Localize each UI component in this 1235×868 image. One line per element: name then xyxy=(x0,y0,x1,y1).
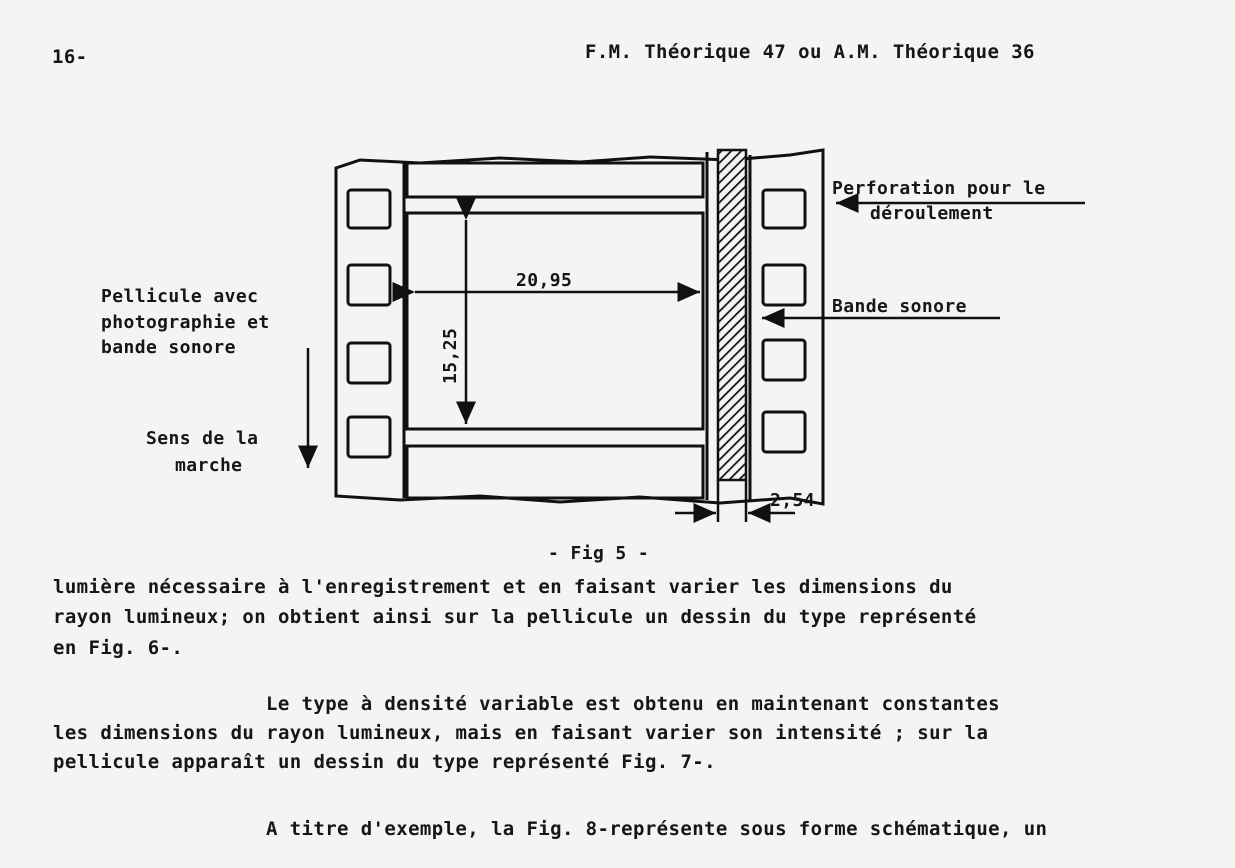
perforation-right-2 xyxy=(761,263,807,307)
perforation-left-1 xyxy=(346,188,392,230)
direction-label-line-2: marche xyxy=(175,455,243,476)
page-header-title: F.M. Théorique 47 ou A.M. Théorique 36 xyxy=(585,41,1035,63)
track-dimension-label: 2,54 xyxy=(770,490,815,511)
para2-line-2: les dimensions du rayon lumineux, mais e… xyxy=(53,722,989,744)
direction-label-line-1: Sens de la xyxy=(146,428,259,449)
perforation-left-3 xyxy=(346,341,392,385)
para2-line-1: Le type à densité variable est obtenu en… xyxy=(266,693,1001,715)
para2-line-3: pellicule apparaît un dessin du type rep… xyxy=(53,751,716,773)
perforation-label-line-1: Perforation pour le xyxy=(832,178,1046,199)
sound-track-label: Bande sonore xyxy=(832,296,967,317)
left-label-line-3: bande sonore xyxy=(101,337,236,358)
figure-caption: - Fig 5 - xyxy=(548,543,650,564)
sound-track-hatch xyxy=(716,148,748,482)
image-frame xyxy=(405,211,705,431)
left-label-line-1: Pellicule avec xyxy=(101,286,259,307)
perforation-right-4 xyxy=(761,410,807,454)
para1-line-1: lumière nécessaire à l'enregistrement et… xyxy=(53,576,953,598)
page-number: 16- xyxy=(52,46,88,68)
perforation-left-4 xyxy=(346,415,392,459)
height-dimension-label: 15,25 xyxy=(440,327,461,384)
frame-top xyxy=(405,161,705,199)
perforation-right-1 xyxy=(761,188,807,230)
para3-line-1: A titre d'exemple, la Fig. 8-représente … xyxy=(266,818,1048,840)
perforation-left-2 xyxy=(346,263,392,307)
perforation-right-3 xyxy=(761,338,807,382)
frame-bottom xyxy=(405,444,705,500)
left-label-line-2: photographie et xyxy=(101,312,270,333)
para1-line-2: rayon lumineux; on obtient ainsi sur la … xyxy=(53,606,977,628)
width-dimension-label: 20,95 xyxy=(516,270,573,291)
perforation-label-line-2: déroulement xyxy=(870,203,994,224)
para1-line-3: en Fig. 6-. xyxy=(53,637,184,659)
